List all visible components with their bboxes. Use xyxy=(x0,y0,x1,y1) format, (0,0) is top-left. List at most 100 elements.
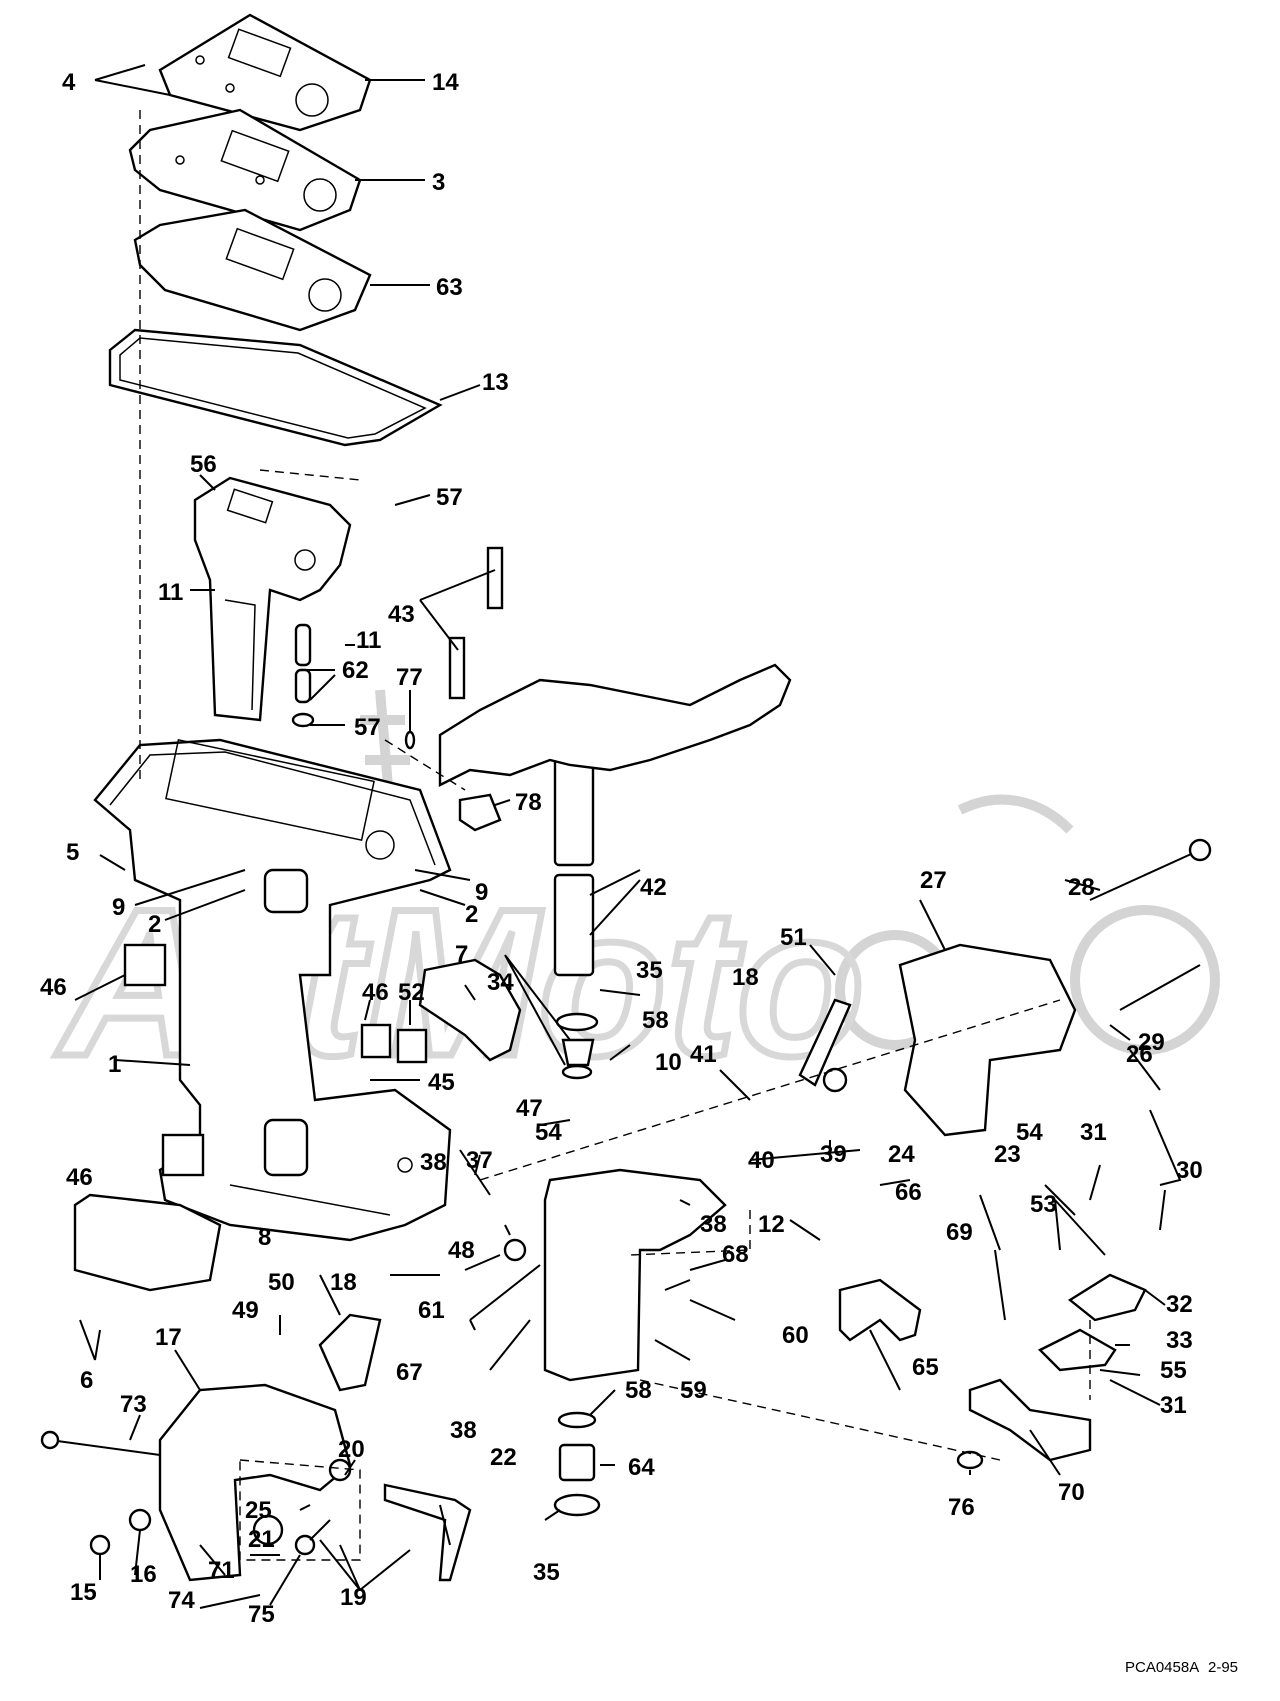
label-38-mid: 38 xyxy=(700,1211,727,1238)
part-61-washer xyxy=(503,1238,527,1262)
label-9-left: 9 xyxy=(112,894,125,921)
footer-code: PCA0458A xyxy=(1125,1659,1199,1676)
label-66: 66 xyxy=(895,1179,922,1206)
label-12: 12 xyxy=(758,1211,785,1238)
part-17-clamp-bracket xyxy=(158,1383,352,1582)
label-18-lower: 18 xyxy=(330,1269,357,1296)
label-19: 19 xyxy=(340,1584,367,1611)
part-46-mount-mid xyxy=(360,1023,392,1059)
label-27: 27 xyxy=(920,867,947,894)
part-26-pin xyxy=(1119,964,1201,1011)
label-67: 67 xyxy=(396,1359,423,1386)
label-5: 5 xyxy=(66,839,79,866)
label-7: 7 xyxy=(455,941,468,968)
label-33: 33 xyxy=(1166,1327,1193,1354)
label-25: 25 xyxy=(245,1497,272,1524)
label-54-right: 54 xyxy=(1016,1119,1043,1146)
label-35-lower: 35 xyxy=(533,1559,560,1586)
label-18-upper: 18 xyxy=(732,964,759,991)
part-76-cap xyxy=(956,1450,984,1470)
label-59: 59 xyxy=(680,1377,707,1404)
part-75-nut xyxy=(294,1534,316,1556)
label-46-mid: 46 xyxy=(362,979,389,1006)
part-33-bracket xyxy=(1037,1328,1117,1372)
label-11-left: 11 xyxy=(158,579,183,606)
label-38-left: 38 xyxy=(420,1149,447,1176)
label-8: 8 xyxy=(258,1224,271,1251)
label-52: 52 xyxy=(398,979,425,1006)
part-39-rod xyxy=(749,1149,861,1161)
label-10: 10 xyxy=(655,1049,682,1076)
part-64-bushing xyxy=(558,1443,596,1482)
label-22: 22 xyxy=(490,1444,517,1471)
part-70-lever xyxy=(968,1378,1092,1462)
footer-date: 2-95 xyxy=(1208,1659,1238,1676)
label-31-upper: 31 xyxy=(1080,1119,1107,1146)
label-76: 76 xyxy=(948,1494,975,1521)
part-43-pad-upper xyxy=(486,546,504,610)
label-43: 43 xyxy=(388,601,415,628)
assembly-lines xyxy=(139,110,1091,1561)
part-58-oring-lower xyxy=(557,1411,597,1429)
label-51: 51 xyxy=(780,924,807,951)
part-46-mount-left xyxy=(123,943,167,987)
label-41: 41 xyxy=(690,1041,717,1068)
label-48: 48 xyxy=(448,1237,475,1264)
label-75: 75 xyxy=(248,1601,275,1628)
label-24: 24 xyxy=(888,1141,915,1168)
part-1-housing xyxy=(93,738,452,1242)
part-16-washer xyxy=(128,1508,152,1532)
label-2-left: 2 xyxy=(148,911,161,938)
label-37: 37 xyxy=(466,1147,493,1174)
part-28-tilt-tube xyxy=(1089,849,1201,901)
label-3: 3 xyxy=(432,169,445,196)
label-68: 68 xyxy=(722,1241,749,1268)
part-63-gasket xyxy=(133,208,372,332)
label-54-left: 54 xyxy=(535,1119,562,1146)
label-15: 15 xyxy=(70,1579,97,1606)
label-9-right: 9 xyxy=(475,879,488,906)
label-39: 39 xyxy=(820,1141,847,1168)
part-51-link xyxy=(798,998,852,1087)
part-27-clamp-bracket xyxy=(898,943,1077,1137)
part-78-clip xyxy=(458,793,502,832)
part-3-plate xyxy=(128,108,362,232)
part-35-seal-lower xyxy=(553,1493,601,1517)
label-53: 53 xyxy=(1030,1191,1057,1218)
part-29-rod xyxy=(1149,1109,1182,1186)
label-14: 14 xyxy=(432,69,459,96)
label-73: 73 xyxy=(120,1391,147,1418)
label-6: 6 xyxy=(80,1367,93,1394)
label-40: 40 xyxy=(748,1147,775,1174)
part-24-bushing xyxy=(822,1067,848,1093)
label-69: 69 xyxy=(946,1219,973,1246)
label-56: 56 xyxy=(190,451,217,478)
part-52-mount xyxy=(396,1028,428,1064)
part-steering-bracket xyxy=(438,663,792,787)
part-34-bushing xyxy=(561,1038,595,1067)
part-43-pad-lower xyxy=(448,636,466,700)
part-73-head xyxy=(40,1430,60,1450)
label-64: 64 xyxy=(628,1454,655,1481)
leader-lines xyxy=(74,64,1166,1609)
label-60: 60 xyxy=(782,1322,809,1349)
part-50-link xyxy=(318,1313,382,1392)
label-29: 29 xyxy=(1138,1029,1165,1056)
label-49: 49 xyxy=(232,1297,259,1324)
label-26: 26 xyxy=(1126,1041,1153,1068)
label-28: 28 xyxy=(1068,874,1095,901)
label-46-left: 46 xyxy=(40,974,67,1001)
label-57-bottom: 57 xyxy=(354,714,381,741)
label-58-lower: 58 xyxy=(625,1377,652,1404)
label-47: 47 xyxy=(516,1095,543,1122)
part-74-washer xyxy=(252,1514,284,1546)
label-57-top: 57 xyxy=(436,484,463,511)
part-56-adapter xyxy=(193,476,352,722)
label-71: 71 xyxy=(208,1557,235,1584)
label-13: 13 xyxy=(482,369,509,396)
label-21: 21 xyxy=(248,1526,275,1553)
label-16: 16 xyxy=(130,1561,157,1588)
label-58-upper: 58 xyxy=(642,1007,669,1034)
label-61: 61 xyxy=(418,1297,445,1324)
